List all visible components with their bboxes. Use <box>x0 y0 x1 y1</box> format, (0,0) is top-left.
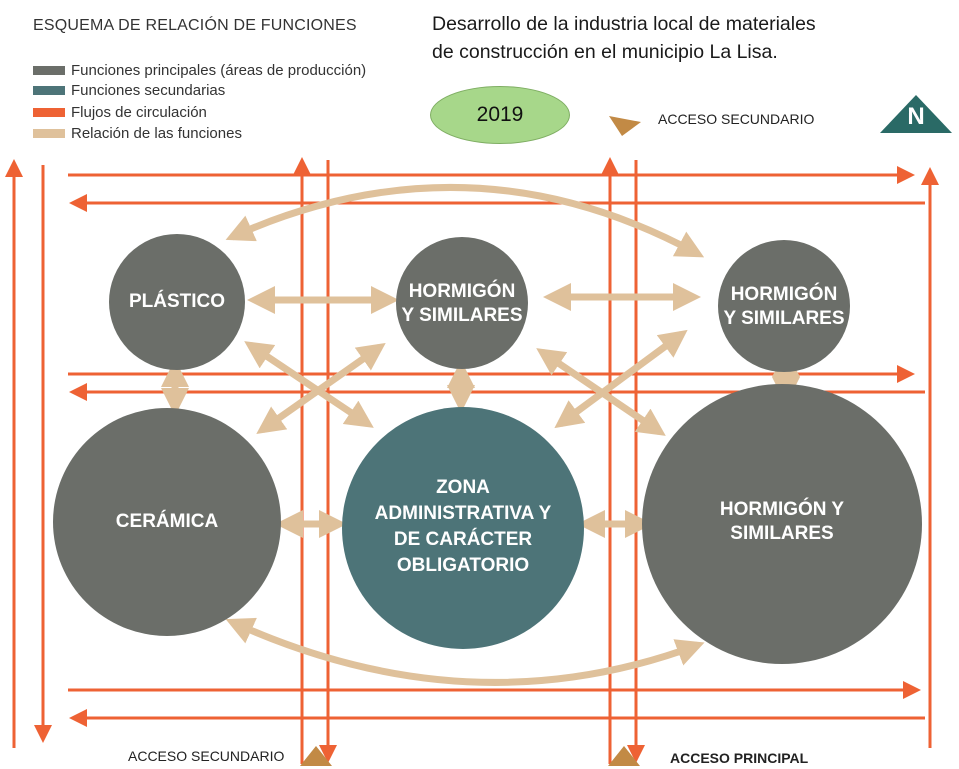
legend-label-relacion: Relación de las funciones <box>71 124 242 142</box>
function-nodes <box>53 234 922 664</box>
legend-item-secundaria: Funciones secundarias <box>33 81 225 99</box>
node-hormigon-large <box>642 384 922 664</box>
bottom-secondary-access-marker <box>300 746 332 766</box>
legend-swatch-secundaria <box>33 85 65 95</box>
north-triangle <box>880 95 952 133</box>
relation-arc-bottom <box>225 617 705 686</box>
relation-arc-top <box>225 183 705 258</box>
node-hormigon-top-center <box>396 237 528 369</box>
legend-label-circulacion: Flujos de circulación <box>71 103 207 121</box>
label-plastico: PLÁSTICO <box>128 291 226 312</box>
relation-cross-1b <box>256 342 386 435</box>
node-hormigon-top-right <box>718 240 850 372</box>
legend-swatch-principal <box>33 65 65 75</box>
label-ceramica: CERÁMICA <box>115 511 219 532</box>
node-ceramica <box>53 408 281 636</box>
label-zona-admin: ZONA ADMINISTRATIVA Y DE CARÁCTER OBLIGA… <box>374 477 552 576</box>
legend-label-principal: Funciones principales (áreas de producci… <box>71 61 367 79</box>
main-access-marker <box>608 746 640 766</box>
legend-swatch-circulacion <box>33 107 65 117</box>
legend-item-circulacion: Flujos de circulación <box>33 103 207 121</box>
node-zona-admin <box>342 407 584 649</box>
north-letter: N <box>907 103 925 130</box>
label-hormigon-large: HORMIGÓN Y SIMILARES <box>719 499 845 544</box>
legend-swatch-relacion <box>33 128 65 138</box>
bottom-secondary-access-label: ACCESO SECUNDARIO <box>128 748 285 764</box>
function-relations <box>161 183 800 686</box>
header-title-line2: de construcción en el municipio La Lisa. <box>432 41 778 63</box>
top-secondary-access-label: ACCESO SECUNDARIO <box>658 111 815 127</box>
label-hormigon-top-right: HORMIGÓN Y SIMILARES <box>723 284 845 329</box>
north-symbol <box>880 95 952 133</box>
header-title-line1: Desarrollo de la industria local de mate… <box>432 13 816 35</box>
relation-cross-1a <box>244 341 374 428</box>
main-access-label: ACCESO PRINCIPAL <box>670 750 809 766</box>
label-hormigon-top-center: HORMIGÓN Y SIMILARES <box>401 281 523 326</box>
top-secondary-access-marker <box>609 116 641 136</box>
legend-title: ESQUEMA DE RELACIÓN DE FUNCIONES <box>33 17 357 34</box>
legend-label-secundaria: Funciones secundarias <box>71 81 226 99</box>
node-plastico <box>109 234 245 370</box>
access-markers <box>300 116 641 766</box>
legend-item-relacion: Relación de las funciones <box>33 124 242 142</box>
legend-item-principal: Funciones principales (áreas de producci… <box>33 61 366 79</box>
relation-cross-2b <box>554 329 688 429</box>
header-title: Desarrollo de la industria local de mate… <box>432 10 932 66</box>
year-badge: 2019 <box>430 86 570 144</box>
